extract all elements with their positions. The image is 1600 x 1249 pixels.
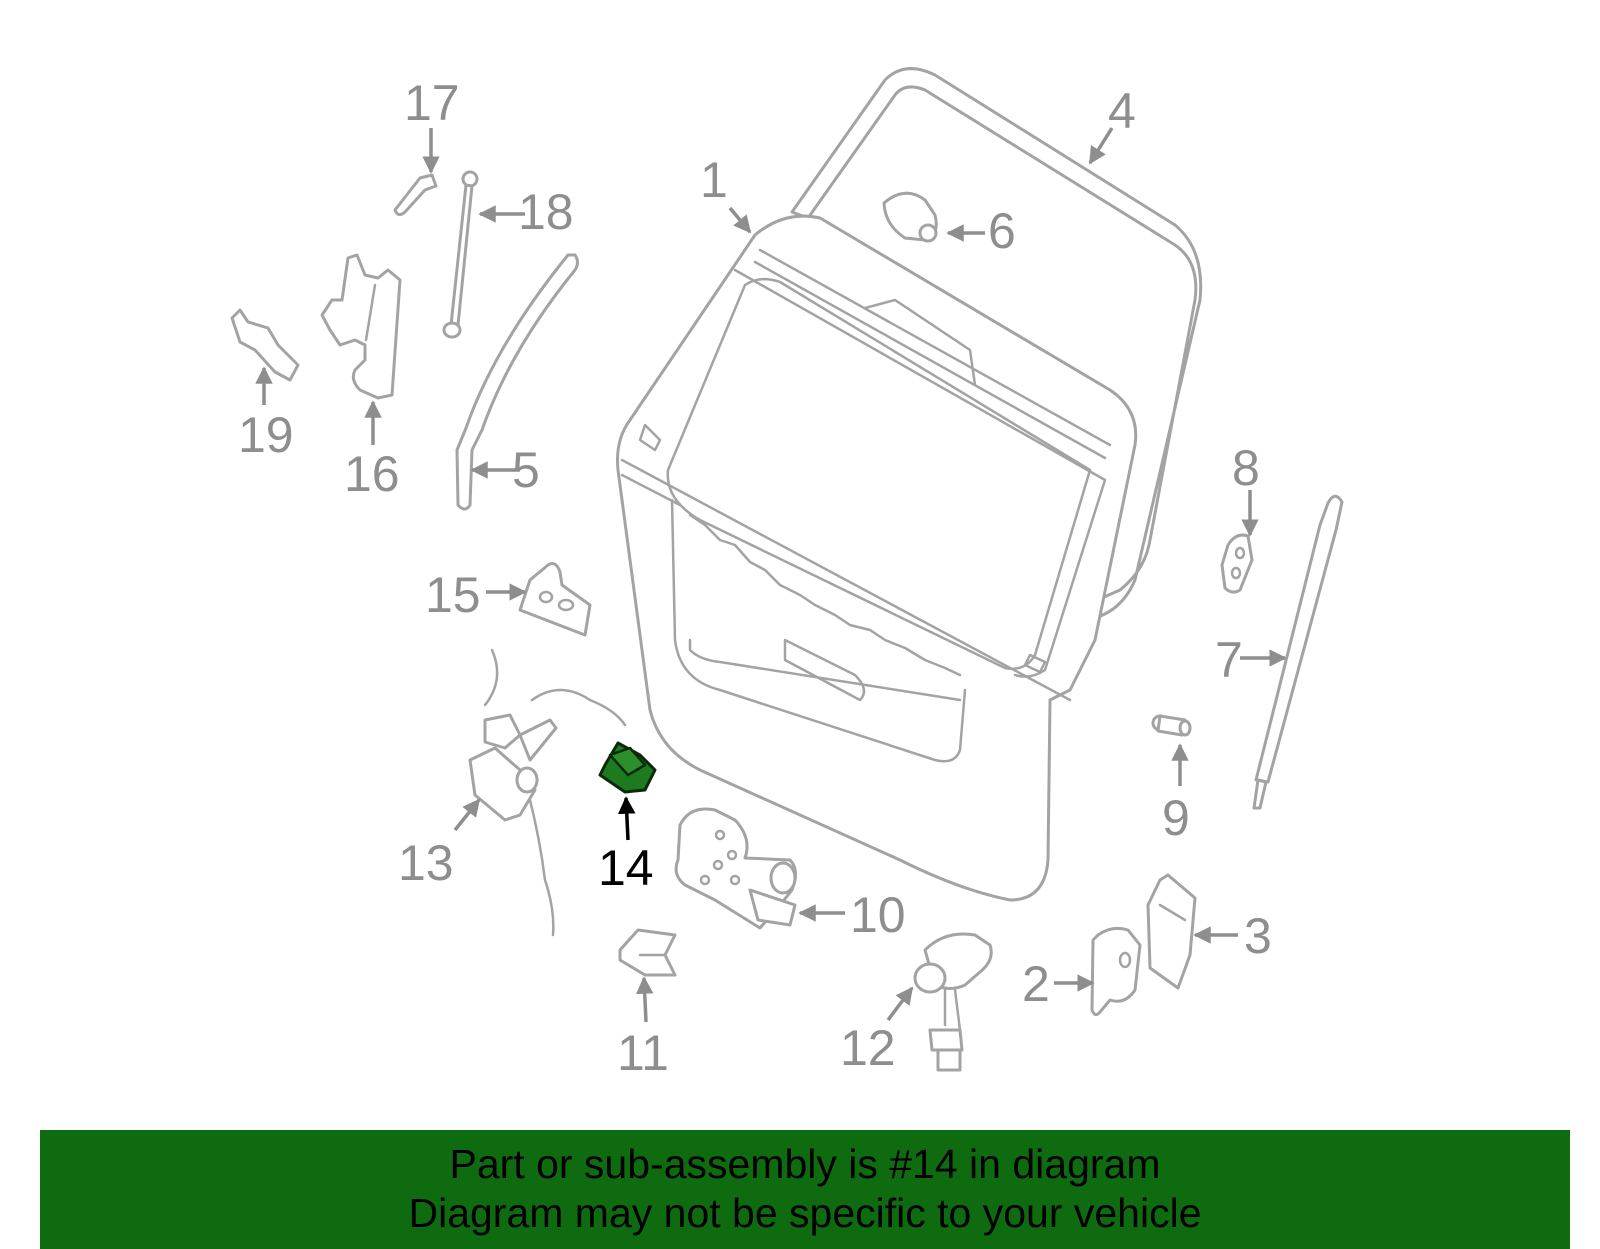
callout-8: 8 [1232, 440, 1260, 496]
info-banner-line2: Diagram may not be specific to your vehi… [408, 1190, 1202, 1236]
info-banner-line1: Part or sub-assembly is #14 in diagram [449, 1141, 1161, 1187]
part-17-bracket [393, 173, 438, 217]
part-12-lock-cylinder [913, 932, 993, 1072]
callout-4: 4 [1108, 83, 1136, 139]
part-18-rod [442, 170, 479, 339]
callout-1: 1 [700, 152, 728, 208]
callout-labels: 1 2 3 4 5 6 7 8 9 10 11 12 13 14 15 16 1… [238, 75, 1272, 1081]
part-11-bracket [618, 928, 677, 977]
callout-2: 2 [1022, 956, 1050, 1012]
callout-10: 10 [850, 887, 906, 943]
part-16-hinge [320, 253, 402, 400]
callout-14: 14 [598, 840, 654, 896]
callout-17: 17 [404, 75, 460, 131]
callout-9: 9 [1162, 790, 1190, 846]
part-2-hinge-plate [1090, 926, 1142, 1017]
part-19-bracket [230, 308, 300, 382]
part-1-liftgate [616, 214, 1138, 902]
part-3-bracket [1146, 873, 1197, 990]
part-5-molding [455, 253, 579, 511]
part-10-latch [674, 807, 797, 930]
callout-18: 18 [518, 184, 574, 240]
part-9-bumper [1151, 714, 1192, 737]
callout-15: 15 [425, 567, 481, 623]
callout-11: 11 [617, 1025, 669, 1081]
part-8-cap [1220, 533, 1254, 594]
part-13-actuator [468, 648, 627, 937]
callout-16: 16 [344, 446, 400, 502]
callout-7: 7 [1215, 632, 1243, 688]
info-banner: Part or sub-assembly is #14 in diagram D… [40, 1130, 1570, 1249]
callout-12: 12 [840, 1020, 896, 1076]
callout-6: 6 [988, 203, 1016, 259]
callout-3: 3 [1244, 908, 1272, 964]
part-6-high-mount-lamp [882, 191, 938, 243]
leader-arrows [255, 127, 1287, 1023]
part-14-switch-highlighted [598, 741, 657, 794]
part-15-striker [518, 562, 592, 637]
callout-13: 13 [398, 835, 454, 891]
parts-diagram: 1 2 3 4 5 6 7 8 9 10 11 12 13 14 15 16 1… [230, 67, 1344, 1081]
callout-19: 19 [238, 407, 294, 463]
part-7-gas-strut [1252, 494, 1344, 810]
callout-5: 5 [512, 442, 540, 498]
